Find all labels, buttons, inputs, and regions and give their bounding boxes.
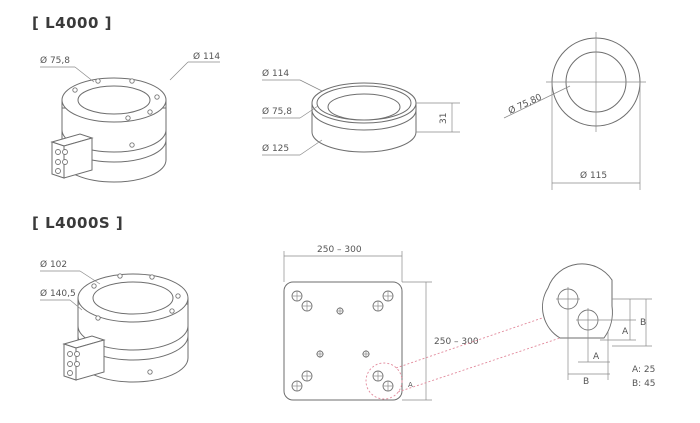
l4000-iso-inner-dia-label: Ø 75,8: [40, 55, 70, 66]
l4000s-hole-detail: A B A B A: 25 B: 45: [542, 263, 656, 389]
plate-width-label: 250 – 300: [317, 245, 362, 255]
l4000s-iso-outer-dia-label: Ø 140,5: [40, 288, 76, 299]
l4000-front-outer-dia-label: Ø 115: [580, 170, 607, 181]
detail-right-dim-a-label: A: [622, 327, 629, 337]
section-title-l4000s: [ L4000S ]: [32, 214, 124, 232]
detail-legend-b: B: 45: [632, 379, 656, 389]
l4000s-iso-inner-dia-label: Ø 102: [40, 259, 67, 270]
detail-bottom-dim-a-label: A: [593, 352, 600, 362]
connector-box: [50, 133, 94, 179]
l4000-ring-inner-dia-label: Ø 75,8: [262, 106, 292, 117]
l4000-front-inner-dia-label: Ø 75,80: [507, 92, 544, 117]
detail-bottom-dim-b-label: B: [583, 377, 589, 387]
l4000-ring-view: 31 Ø 114 Ø 75,8 Ø 125: [262, 68, 460, 156]
l4000-ring-top-dia-label: Ø 114: [262, 68, 289, 79]
plate-height-label: 250 – 300: [434, 337, 479, 347]
l4000-front-view: Ø 75,80 Ø 115: [503, 32, 646, 190]
section-title-l4000: [ L4000 ]: [32, 14, 112, 32]
connector-box: [62, 335, 106, 381]
l4000-ring-base-dia-label: Ø 125: [262, 143, 289, 154]
l4000-iso-outer-dia-label: Ø 114: [193, 51, 220, 62]
l4000-isometric-view: Ø 75,8 Ø 114: [40, 51, 220, 183]
l4000s-isometric-view: Ø 102 Ø 140,5: [40, 259, 189, 383]
plate-corner-ref-label: A: [408, 381, 413, 389]
l4000s-mounting-plate: 250 – 300 250 – 300 A: [283, 245, 561, 401]
detail-right-dim-b-label: B: [640, 318, 646, 328]
detail-legend-a: A: 25: [632, 365, 655, 375]
l4000-ring-height-label: 31: [439, 113, 449, 124]
